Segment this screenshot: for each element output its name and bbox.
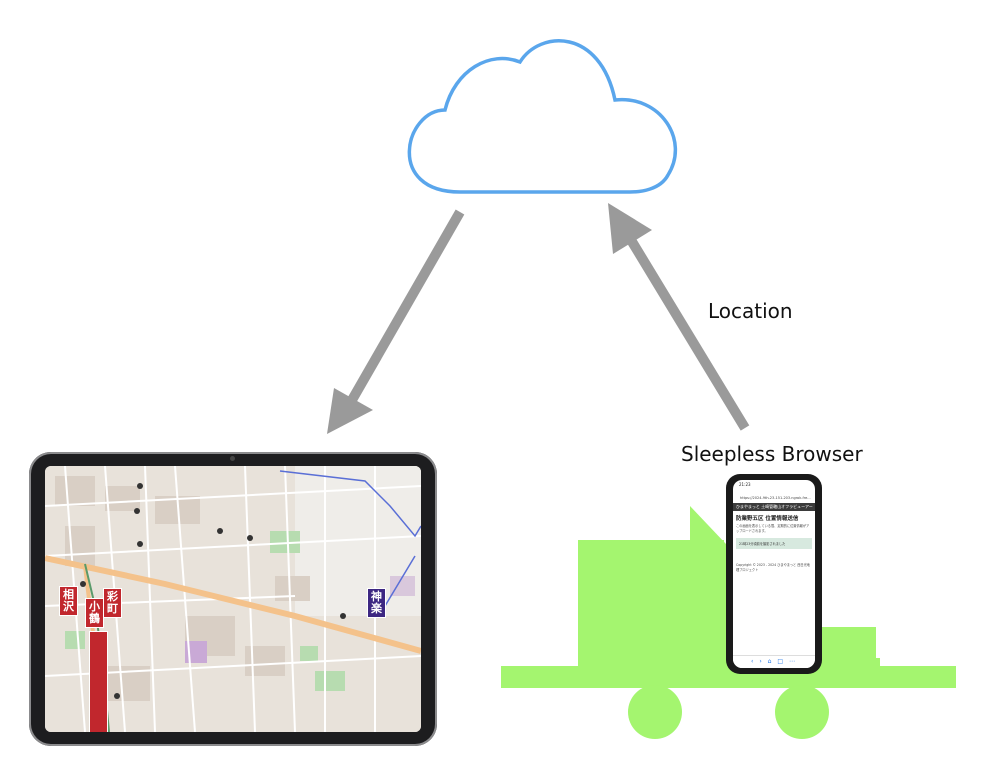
map-label-ayamachi: 彩町 [103,588,122,618]
tablet-icon: 相沢 小鶴 彩町 神楽 [29,452,437,746]
phone-nav-bar: ひまやまっと 土崎管轄山オフラビューアー [733,503,815,511]
map-label-aizawa: 相沢 [59,586,78,616]
tablet-camera [230,456,235,461]
map-label-kagura: 神楽 [367,588,386,618]
sleepless-browser-label: Sleepless Browser [681,442,863,466]
phone-copyright: Copyright © 2023 - 2024 ひまやまっと 西日光地理プロジェ… [736,563,810,572]
phone-status-time: 21:23 [739,482,751,487]
phone-screen: 21:23 https://2024-9th-23-151-203.ngrok-… [733,480,815,668]
cloud-icon [407,39,678,194]
phone-browser-toolbar: ‹ › ⌂ □ ⋯ [733,655,815,668]
location-label: Location [708,299,793,323]
arrow-cloud-to-tablet [327,209,465,434]
map-label-kotsuru: 小鶴 [85,598,104,628]
tablet-map-screen: 相沢 小鶴 彩町 神楽 [45,466,421,732]
phone-status-note: 21時23分頃前を撮影されました [736,538,812,549]
phone-url-bar: https://2024-9th-23-151-203.ngrok-fre... [740,496,811,500]
arrow-browser-to-cloud [608,203,750,431]
phone-heading: 防業野五区 位置情報送信 [736,516,799,522]
map-label-column [89,631,108,732]
truck-icon [501,506,956,739]
phone-description: この画面を表示している間、定期的に位置情報がアップロードされます。 [736,524,810,533]
smartphone-icon: 21:23 https://2024-9th-23-151-203.ngrok-… [726,474,822,674]
